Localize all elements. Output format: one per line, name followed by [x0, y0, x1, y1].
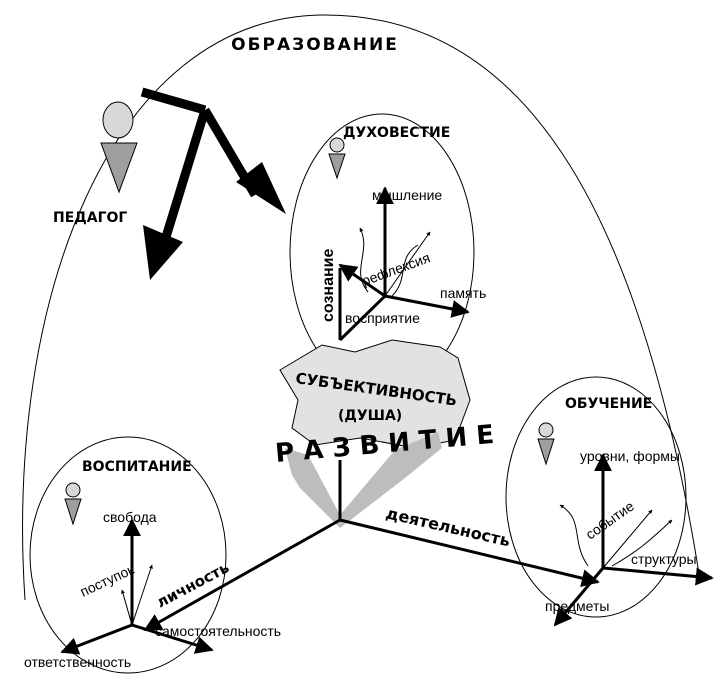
label-independence: самостоятельность: [155, 623, 281, 639]
label-reflection: рефлексия: [360, 249, 433, 288]
main-axes: [143, 460, 600, 632]
label-soul: (ДУША): [338, 408, 402, 424]
subjectivity-blob: [279, 339, 471, 449]
label-memory: память: [440, 285, 486, 301]
upbringing-outline: [29, 436, 227, 674]
learning-axes: [553, 453, 714, 627]
teacher-arrows: [140, 87, 286, 280]
learning-outline: [505, 376, 687, 618]
label-structures: структуры: [631, 551, 697, 567]
conscience-axes: [338, 186, 470, 342]
development-shape: [285, 432, 442, 528]
person-icon-conscience: [328, 137, 346, 180]
title-education: ОБРАЗОВАНИЕ: [231, 35, 399, 55]
label-responsibility: ответственность: [24, 654, 131, 670]
label-event: событие: [583, 498, 637, 543]
label-teacher: ПЕДАГОГ: [53, 210, 127, 226]
label-perception: восприятие: [345, 310, 420, 326]
person-icon-upbringing: [64, 482, 82, 526]
title-upbringing: ВОСПИТАНИЕ: [82, 459, 192, 475]
label-activity: деятельность: [384, 503, 512, 550]
education-outline: [22, 14, 701, 601]
label-deed: поступок: [78, 561, 138, 600]
title-learning: ОБУЧЕНИЕ: [565, 396, 652, 412]
person-icon-teacher: [100, 101, 138, 194]
upbringing-axes: [60, 518, 214, 655]
label-consciousness: сознание: [320, 249, 337, 322]
label-levels: уровни, формы: [580, 448, 680, 464]
title-conscience: ДУХОВЕСТИЕ: [343, 125, 450, 141]
label-thinking: мышление: [372, 187, 442, 203]
person-icon-learning: [537, 422, 555, 466]
label-subjects: предметы: [545, 598, 609, 614]
label-freedom: свобода: [103, 509, 157, 525]
